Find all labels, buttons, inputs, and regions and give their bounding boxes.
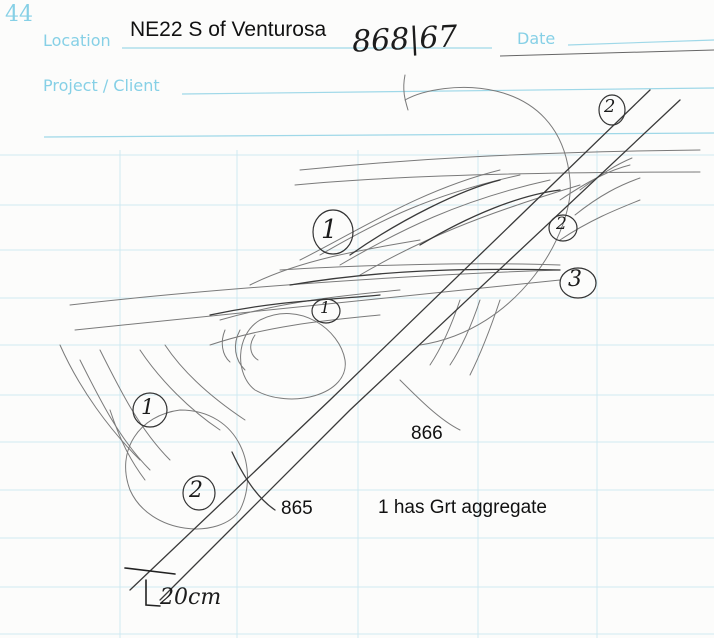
location-value: NE22 S of Venturosa <box>130 18 327 41</box>
sample-865-leader <box>231 451 276 511</box>
marker-2-mid: 2 <box>556 214 567 234</box>
scale-bar-label: 20cm <box>160 585 222 610</box>
marker-1-left: 1 <box>141 395 155 419</box>
marker-1-small: 1 <box>320 298 331 317</box>
location-label: Location <box>43 31 111 50</box>
sketch-outline-upper <box>404 86 571 346</box>
sample-866-leader <box>399 379 461 431</box>
page-number: 44 <box>5 2 33 27</box>
project-client-label: Project / Client <box>43 76 160 95</box>
marker-2-lower: 2 <box>189 478 203 503</box>
sketch-dike-upper <box>159 99 681 601</box>
sample-866-label: 866 <box>411 423 443 444</box>
marker-3: 3 <box>568 267 582 292</box>
date-label: Date <box>517 29 556 48</box>
marker-1-upper: 1 <box>321 215 338 245</box>
scale-bar-line <box>124 567 176 575</box>
sample-865-label: 865 <box>281 498 313 519</box>
marker-2-top: 2 <box>604 96 616 117</box>
note-grt-aggregate: 1 has Grt aggregate <box>378 497 547 518</box>
sketch-outline-lower <box>125 409 248 530</box>
